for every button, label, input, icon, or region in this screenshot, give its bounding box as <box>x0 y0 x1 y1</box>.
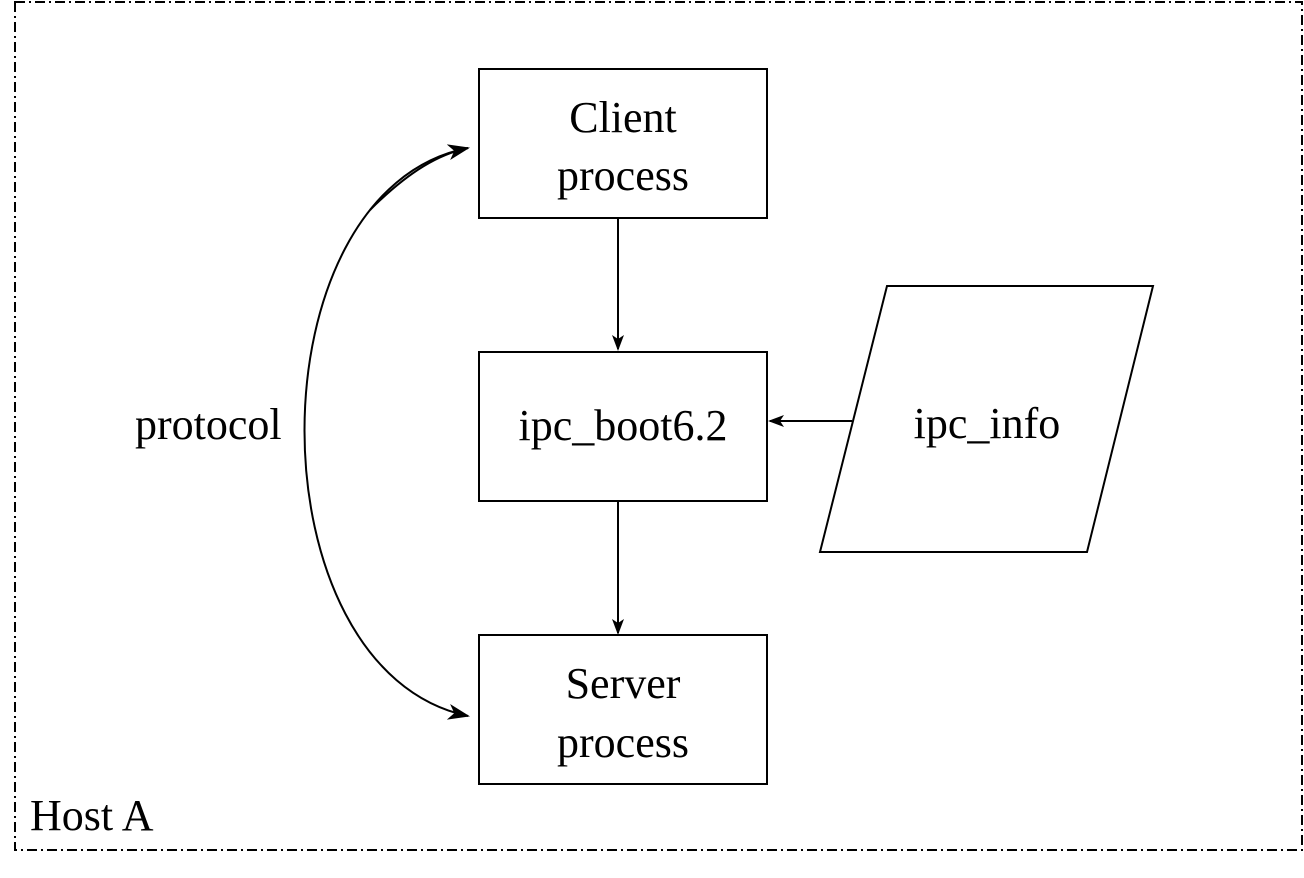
ipc-info-label: ipc_info <box>914 399 1061 448</box>
client-process-box <box>478 68 768 219</box>
ipc-boot-box <box>478 351 768 502</box>
protocol-label: protocol <box>135 400 282 449</box>
protocol-arrow-to-client <box>369 144 470 211</box>
server-process-label-line2: process <box>557 718 689 767</box>
ipc-boot-node: ipc_boot6.2 <box>478 351 768 502</box>
ipc-info-shape <box>818 285 1155 553</box>
ipc-info-node: ipc_info <box>818 285 1155 553</box>
protocol-arrow-to-server <box>303 147 470 720</box>
client-process-label-line1: Client <box>569 93 677 142</box>
ipc-boot-label: ipc_boot6.2 <box>519 401 728 450</box>
host-label: Host A <box>30 791 154 840</box>
client-process-label-line2: process <box>557 151 689 200</box>
server-process-label-line1: Server <box>566 659 681 708</box>
host-boundary <box>14 1 1303 851</box>
server-process-box <box>478 634 768 785</box>
client-process-node: Client process <box>478 68 768 219</box>
server-process-node: Server process <box>478 634 768 785</box>
